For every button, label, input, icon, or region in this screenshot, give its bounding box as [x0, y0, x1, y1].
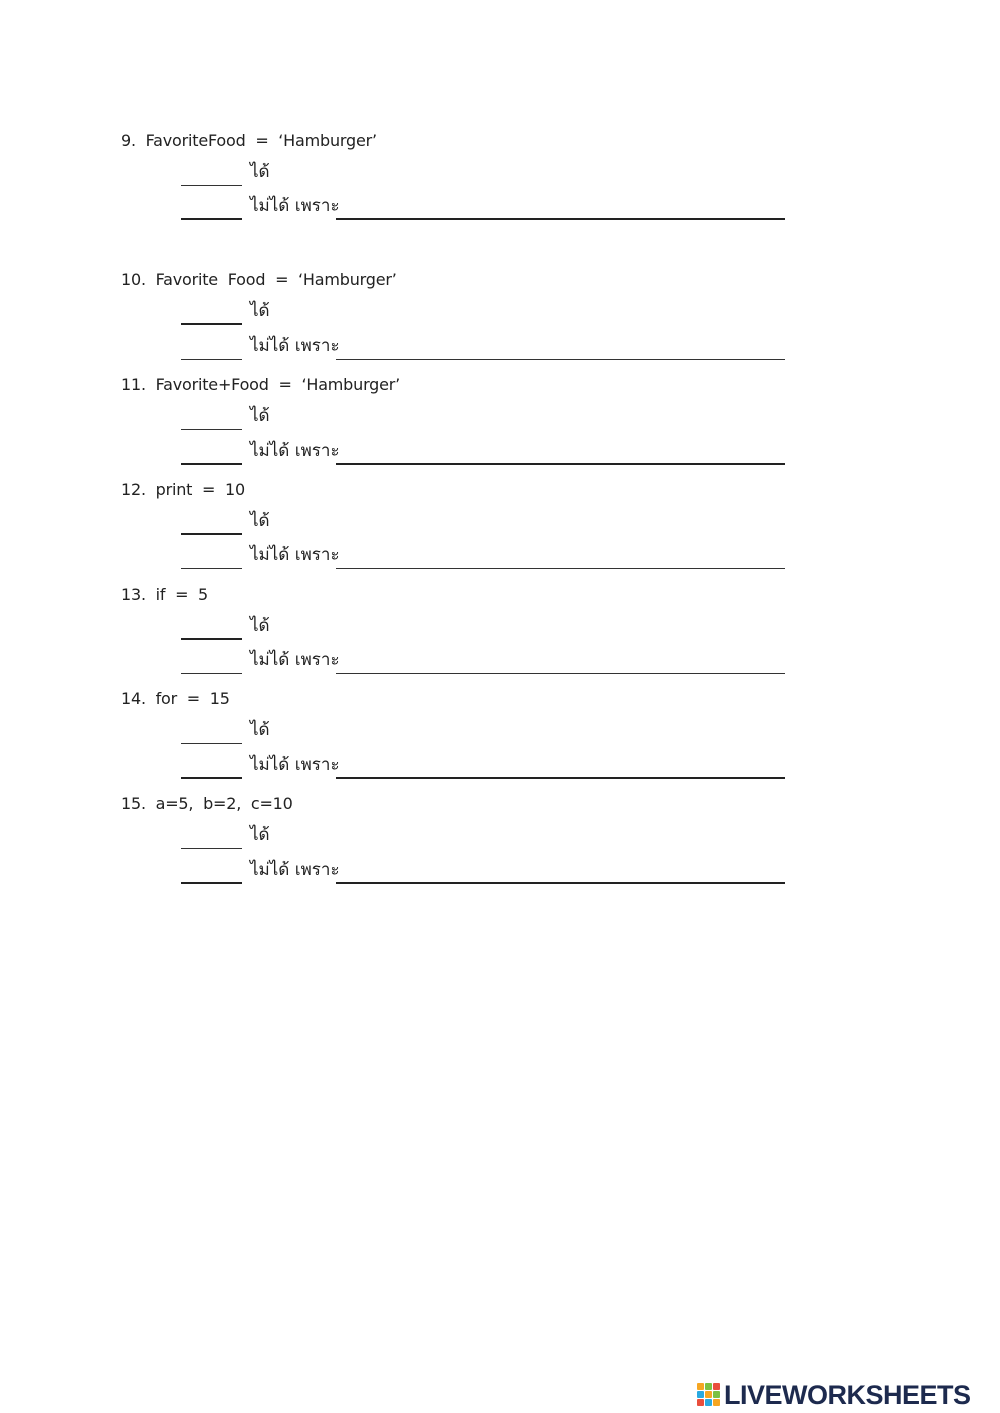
- option-label-can: ได้: [250, 162, 270, 182]
- question-13-title: 13. if = 5: [121, 585, 209, 604]
- option-label-cannot: ไม่ได้ เพราะ: [250, 860, 340, 880]
- reason-answer-line[interactable]: [336, 882, 785, 884]
- option-label-cannot: ไม่ได้ เพราะ: [250, 196, 340, 216]
- option-label-cannot: ไม่ได้ เพราะ: [250, 336, 340, 356]
- option-label-can: ได้: [250, 511, 270, 531]
- option-label-can: ได้: [250, 406, 270, 426]
- question-10-title: 10. Favorite Food = ‘Hamburger’: [121, 270, 397, 289]
- answer-blank-can[interactable]: [181, 323, 242, 325]
- option-label-can: ได้: [250, 825, 270, 845]
- reason-answer-line[interactable]: [336, 359, 785, 360]
- option-label-cannot: ไม่ได้ เพราะ: [250, 650, 340, 670]
- question-11-title: 11. Favorite+Food = ‘Hamburger’: [121, 375, 401, 394]
- answer-blank-cannot[interactable]: [181, 463, 242, 465]
- option-label-can: ได้: [250, 616, 270, 636]
- reason-answer-line[interactable]: [336, 463, 785, 465]
- reason-answer-line[interactable]: [336, 777, 785, 779]
- liveworksheets-logo-icon: [697, 1383, 720, 1406]
- option-label-cannot: ไม่ได้ เพราะ: [250, 545, 340, 565]
- answer-blank-can[interactable]: [181, 429, 242, 430]
- answer-blank-can[interactable]: [181, 185, 242, 186]
- answer-blank-cannot[interactable]: [181, 218, 242, 220]
- liveworksheets-brand: LIVEWORKSHEETS: [697, 1380, 971, 1410]
- question-9-title: 9. FavoriteFood = ‘Hamburger’: [121, 131, 377, 150]
- question-15-title: 15. a=5, b=2, c=10: [121, 794, 293, 813]
- option-label-can: ได้: [250, 720, 270, 740]
- question-14-title: 14. for = 15: [121, 689, 230, 708]
- answer-blank-can[interactable]: [181, 848, 242, 849]
- question-12-title: 12. print = 10: [121, 480, 245, 499]
- answer-blank-can[interactable]: [181, 638, 242, 640]
- answer-blank-cannot[interactable]: [181, 882, 242, 884]
- answer-blank-cannot[interactable]: [181, 673, 242, 674]
- answer-blank-cannot[interactable]: [181, 359, 242, 360]
- answer-blank-cannot[interactable]: [181, 777, 242, 779]
- brand-name: LIVEWORKSHEETS: [724, 1379, 971, 1410]
- answer-blank-cannot[interactable]: [181, 568, 242, 569]
- reason-answer-line[interactable]: [336, 673, 785, 674]
- option-label-cannot: ไม่ได้ เพราะ: [250, 441, 340, 461]
- answer-blank-can[interactable]: [181, 533, 242, 535]
- answer-blank-can[interactable]: [181, 743, 242, 744]
- reason-answer-line[interactable]: [336, 568, 785, 569]
- option-label-cannot: ไม่ได้ เพราะ: [250, 755, 340, 775]
- option-label-can: ได้: [250, 301, 270, 321]
- reason-answer-line[interactable]: [336, 218, 785, 220]
